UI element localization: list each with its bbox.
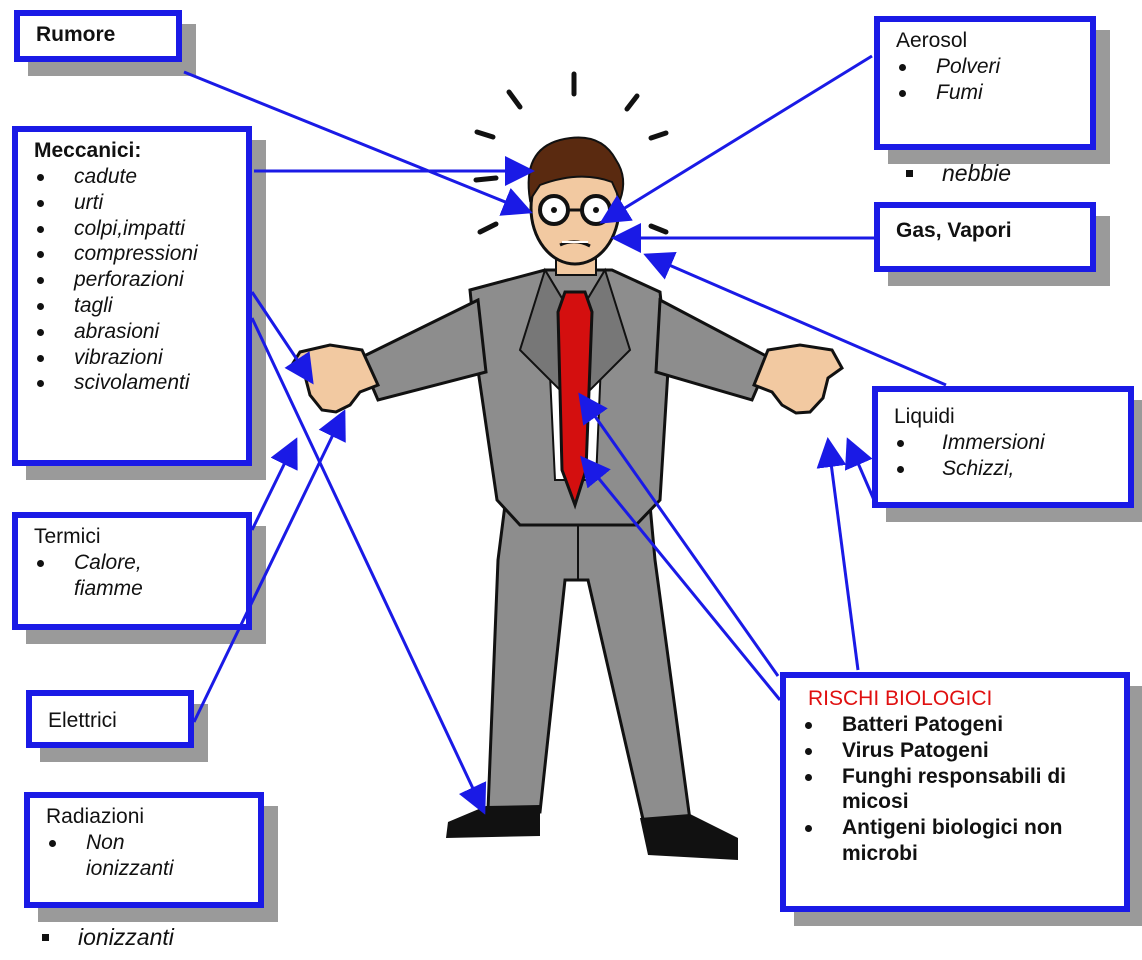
list-item: urti	[34, 190, 234, 216]
box-aerosol: Aerosol Polveri Fumi	[874, 16, 1096, 150]
list-item: abrasioni	[34, 319, 234, 345]
list-item: tagli	[34, 293, 234, 319]
box-liquidi-title: Liquidi	[894, 405, 955, 428]
box-gas-vapori: Gas, Vapori	[874, 202, 1096, 272]
list-item: Batteri Patogeni	[802, 712, 1112, 738]
list-item: Immersioni	[894, 430, 1116, 456]
list-item: Fumi	[896, 80, 1078, 106]
list-item: perforazioni	[34, 267, 234, 293]
list-item: compressioni	[34, 241, 234, 267]
box-rumore: Rumore	[14, 10, 182, 62]
box-aerosol-title: Aerosol	[896, 29, 968, 52]
list-item: colpi,impatti	[34, 216, 234, 242]
box-rischi-biologici: RISCHI BIOLOGICI Batteri Patogeni Virus …	[780, 672, 1130, 912]
radiazioni-overflow-text: ionizzanti	[78, 924, 174, 950]
square-bullet-icon	[906, 170, 913, 177]
box-elettrici: Elettrici	[26, 690, 194, 748]
aerosol-overflow-text: nebbie	[942, 160, 1012, 186]
list-item: scivolamenti	[34, 370, 234, 396]
box-biologici-title: RISCHI BIOLOGICI	[808, 687, 993, 710]
aerosol-overflow-item: nebbie	[906, 160, 1012, 187]
box-radiazioni-title: Radiazioni	[46, 805, 145, 828]
box-elettrici-title: Elettrici	[48, 709, 117, 732]
list-item: Polveri	[896, 54, 1078, 80]
box-rumore-title: Rumore	[36, 23, 116, 46]
list-item: cadute	[34, 164, 234, 190]
list-item: Calore, fiamme	[34, 550, 194, 602]
box-termici-title: Termici	[34, 525, 101, 548]
box-termici: Termici Calore, fiamme	[12, 512, 252, 630]
list-item: Non ionizzanti	[46, 830, 206, 882]
radiazioni-overflow-item: ionizzanti	[42, 924, 174, 951]
list-item: Antigeni biologici non microbi	[802, 815, 1112, 867]
list-item: Funghi responsabili di micosi	[802, 764, 1112, 816]
box-meccanici-title: Meccanici:	[34, 139, 142, 162]
box-meccanici: Meccanici: cadute urti colpi,impatti com…	[12, 126, 252, 466]
box-gas-title: Gas, Vapori	[896, 219, 1012, 242]
list-item: Virus Patogeni	[802, 738, 1112, 764]
box-liquidi: Liquidi Immersioni Schizzi,	[872, 386, 1134, 508]
list-item: Schizzi,	[894, 456, 1116, 482]
box-radiazioni: Radiazioni Non ionizzanti	[24, 792, 264, 908]
list-item: vibrazioni	[34, 345, 234, 371]
square-bullet-icon	[42, 934, 49, 941]
